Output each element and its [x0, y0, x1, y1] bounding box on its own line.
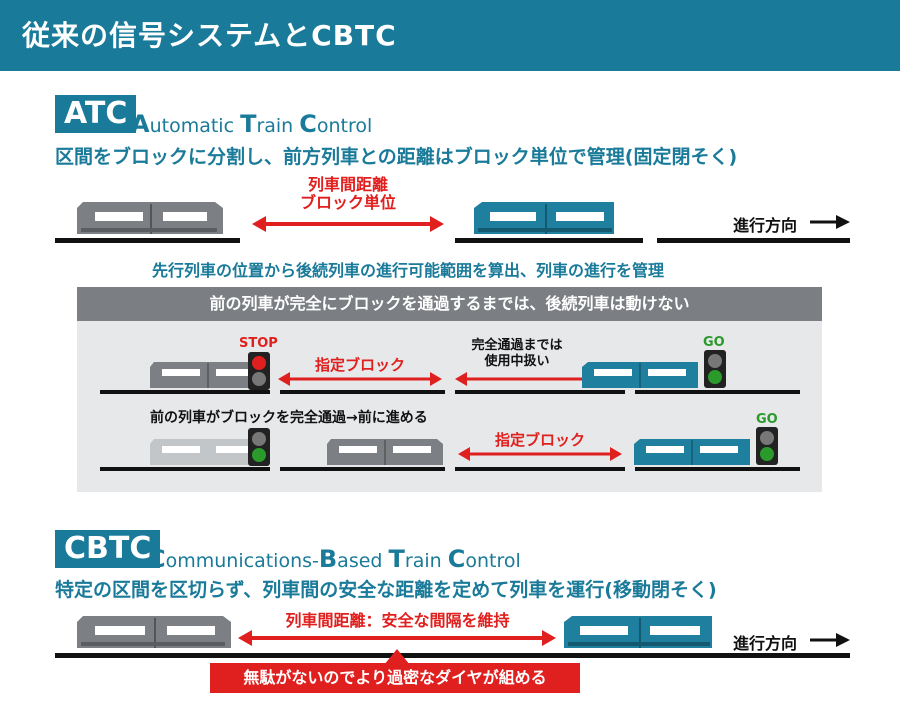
cbtc-rest-b: ased — [337, 550, 389, 572]
row2-train-ghost — [150, 439, 266, 465]
cbtc-distance-label: 列車間距離：安全な間隔を維持 — [285, 611, 510, 630]
row1-go-signal — [704, 350, 726, 388]
cbtc-cap-c2: C — [447, 545, 466, 573]
row1-train-gray — [150, 362, 266, 388]
atc-rest-a: utomatic — [149, 115, 241, 137]
atc-cap-c: C — [299, 110, 317, 138]
row1-go-green-light — [708, 370, 722, 384]
cbtc-rest-c2: ontrol — [465, 550, 521, 572]
row2-behind-green-light — [252, 448, 266, 462]
row1-train-teal — [582, 362, 698, 388]
row2-go-green-light — [760, 447, 774, 461]
stop-signal-red-light — [252, 356, 266, 370]
atc-description: 区間をブロックに分割し、前方列車との距離はブロック単位で管理(固定閉そく) — [55, 146, 738, 168]
row1-rail-3 — [455, 390, 625, 394]
atc-subnote: 先行列車の位置から後続列車の進行可能範囲を算出、列車の進行を管理 — [152, 261, 665, 280]
cbtc-rest-t: rain — [404, 550, 448, 572]
atc-cap-t: T — [240, 110, 257, 138]
atc-direction-arrow — [810, 215, 850, 229]
atc-distance-label-2: ブロック単位 — [299, 193, 396, 212]
row1-designated-label: 指定ブロック — [300, 354, 420, 375]
row2-designated-label: 指定ブロック — [480, 429, 600, 450]
atc-full-name: Automatic Train Control — [131, 110, 372, 138]
page-title: 従来の信号システムとCBTC — [22, 19, 397, 52]
row2-rail-3 — [455, 467, 625, 471]
cbtc-cap-t: T — [388, 545, 405, 573]
row1-rail-2 — [280, 390, 445, 394]
row2-train-teal — [634, 439, 750, 465]
in-use-note-2: 使用中扱い — [484, 354, 550, 369]
row1-rail-1 — [100, 390, 270, 394]
cbtc-full-name: Communications-Based Train Control — [148, 545, 521, 573]
cbtc-rail — [55, 653, 850, 658]
cbtc-direction-arrow — [810, 633, 850, 647]
train-teal-top — [474, 202, 614, 234]
atc-distance-arrow — [252, 216, 444, 232]
cbtc-train-gray — [77, 616, 231, 648]
cbtc-description: 特定の区間を区切らず、列車間の安全な距離を定めて列車を運行(移動閉そく) — [55, 579, 717, 601]
title-bar: 従来の信号システムとCBTC — [0, 0, 900, 71]
stop-signal-off-light — [252, 372, 266, 386]
cbtc-cap-b: B — [318, 545, 338, 573]
cbtc-cap-c: C — [148, 545, 166, 573]
row2-train-gray — [327, 439, 443, 465]
passed-note: 前の列車がブロックを完全通過→前に進める — [150, 410, 428, 426]
atc-distance-label: 列車間距離 ブロック単位 — [286, 176, 410, 212]
row2-rail-1 — [100, 467, 270, 471]
atc-rest-t: rain — [256, 115, 300, 137]
stop-signal — [248, 352, 270, 390]
row2-rail-4 — [635, 467, 800, 471]
row2-signal-behind — [248, 428, 270, 466]
in-use-note-1: 完全通過までは — [471, 338, 563, 353]
rail-block-2 — [455, 238, 643, 243]
cbtc-train-teal — [564, 616, 712, 648]
stop-label: STOP — [239, 336, 278, 351]
atc-cap-a: A — [131, 110, 150, 138]
row2-designated-arrow — [458, 447, 622, 461]
train-gray-top — [77, 202, 223, 234]
cbtc-benefit-note: 無駄がないのでより過密なダイヤが組める — [210, 663, 580, 693]
train-gray-top-body — [77, 202, 223, 234]
atc-direction-label: 進行方向 — [733, 216, 798, 235]
cbtc-distance-arrow — [238, 630, 556, 646]
row2-go-signal — [756, 427, 778, 465]
benefit-pointer — [384, 649, 410, 665]
atc-tag: ATC — [55, 95, 137, 133]
row2-rail-2 — [280, 467, 445, 471]
row2-go-label: GO — [756, 412, 778, 427]
block-example-header: 前の列車が完全にブロックを通過するまでは、後続列車は動けない — [77, 287, 822, 321]
atc-distance-label-1: 列車間距離 — [307, 175, 388, 194]
in-use-note: 完全通過までは 使用中扱い — [462, 338, 572, 370]
row1-designated-arrow — [278, 372, 442, 386]
cbtc-direction-label: 進行方向 — [733, 634, 798, 653]
cbtc-tag: CBTC — [55, 530, 161, 568]
rail-block-3 — [657, 238, 850, 243]
rail-block-1 — [55, 238, 240, 243]
row1-rail-4 — [635, 390, 800, 394]
cbtc-rest-c: ommunications- — [165, 550, 319, 572]
row1-go-label: GO — [703, 335, 725, 350]
atc-rest-c: ontrol — [316, 115, 373, 137]
